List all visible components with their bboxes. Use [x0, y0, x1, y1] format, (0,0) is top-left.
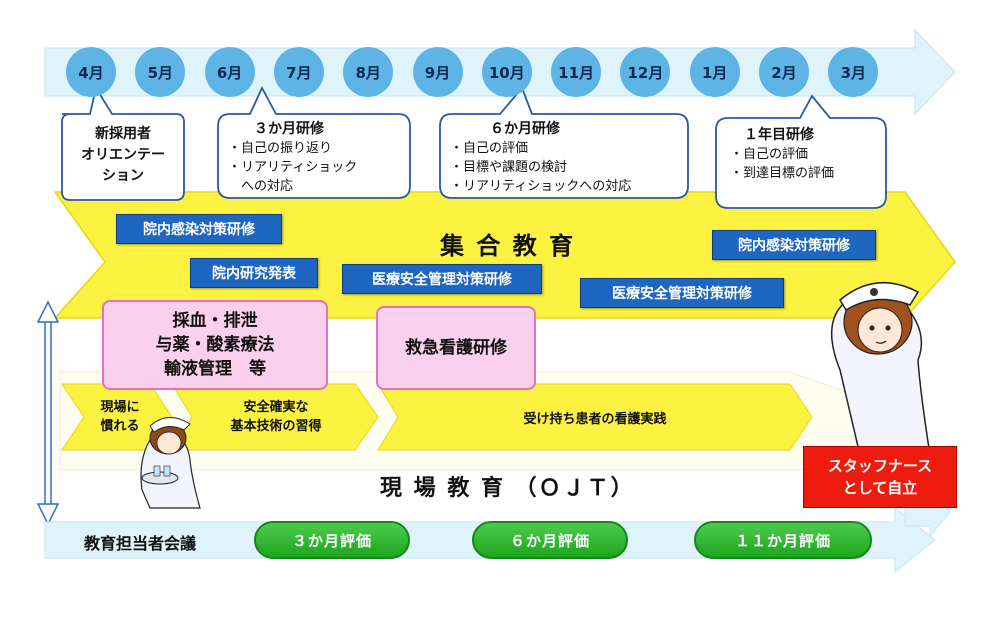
month-circle-2: 5月 — [135, 47, 186, 97]
education-meeting-label: 教育担当者会議 — [84, 534, 197, 553]
month-circle-9: 12月 — [620, 47, 671, 97]
basic-skills-box: 採血・排泄 与薬・酸素療法 輸液管理 等 — [102, 300, 328, 390]
training6-text: ６か月研修 ・自己の評価 ・目標や課題の検討 ・リアリティショックへの対応 — [450, 120, 686, 196]
month-circle-5: 8月 — [343, 47, 394, 97]
safety-training-box-1: 医療安全管理対策研修 — [342, 264, 542, 294]
goal-box: スタッフナース として自立 — [803, 446, 957, 508]
month-circle-1: 4月 — [66, 47, 116, 97]
bubble-training6 — [439, 86, 689, 199]
orientation-line-2: オリエンテー — [81, 147, 165, 163]
training3-item-1: ・自己の振り返り — [228, 141, 333, 156]
step2-line-2: 基本技術の習得 — [230, 419, 322, 434]
training6-title: ６か月研修 — [490, 121, 560, 137]
training3-text: ３か月研修 ・自己の振り返り ・リアリティショック への対応 — [228, 120, 408, 196]
infection-training-box-1: 院内感染対策研修 — [116, 214, 282, 244]
step1-line-1: 現場に — [100, 400, 140, 415]
group-education-title: 集 合 教 育 — [440, 232, 576, 260]
emergency-nursing-box: 救急看護研修 — [376, 306, 536, 390]
bubble-training3 — [217, 85, 411, 199]
ojt-step3-label: 受け持ち患者の看護実践 — [523, 412, 667, 427]
bubble-orientation — [61, 85, 185, 201]
goal-line-2: として自立 — [842, 479, 918, 497]
training1y-title: １年目研修 — [744, 127, 814, 143]
nurse-illustration-large — [830, 281, 931, 456]
training6-item-2: ・目標や課題の検討 — [450, 160, 568, 175]
month-circle-8: 11月 — [551, 47, 602, 97]
training3-item-3: への対応 — [228, 179, 294, 194]
evaluation-3month: ３か月評価 — [254, 521, 410, 559]
bubble-training1y — [715, 94, 887, 209]
skills-line-2: 与薬・酸素療法 — [155, 335, 275, 355]
month-circle-3: 6月 — [204, 47, 255, 97]
research-presentation-box: 院内研究発表 — [190, 258, 318, 288]
ojt-step1-label: 現場に 慣れる — [84, 398, 156, 436]
month-circle-6: 9月 — [412, 47, 463, 97]
ojt-title: 現 場 教 育 （ＯＪＴ） — [380, 476, 635, 501]
training1y-text: １年目研修 ・自己の評価 ・到達目標の評価 — [730, 126, 880, 183]
training3-title: ３か月研修 — [254, 121, 324, 137]
nurse-illustration-small — [140, 417, 201, 509]
month-circle-10: 1月 — [689, 47, 740, 97]
month-circle-4: 7月 — [273, 47, 324, 97]
vertical-double-arrow — [36, 300, 60, 526]
skills-line-1: 採血・排泄 — [172, 311, 258, 331]
step2-line-1: 安全確実な — [243, 400, 309, 415]
orientation-line-1: 新採用者 — [95, 126, 151, 142]
step1-line-2: 慣れる — [100, 419, 140, 434]
month-circle-11: 2月 — [759, 47, 809, 97]
training6-item-1: ・自己の評価 — [450, 141, 529, 156]
ojt-step3-arrow — [377, 383, 813, 451]
evaluation-6month: ６か月評価 — [472, 521, 628, 559]
training1y-item-1: ・自己の評価 — [730, 147, 809, 162]
skills-line-3: 輸液管理 等 — [164, 359, 266, 379]
safety-training-box-2: 医療安全管理対策研修 — [580, 278, 784, 308]
month-circle-12: 3月 — [828, 47, 879, 97]
infection-training-box-2: 院内感染対策研修 — [712, 230, 876, 260]
orientation-line-3: ション — [102, 168, 144, 184]
orientation-text: 新採用者 オリエンテー ション — [62, 124, 184, 187]
evaluation-11month: １１か月評価 — [694, 521, 872, 559]
month-circle-7: 10月 — [481, 47, 532, 97]
goal-line-1: スタッフナース — [827, 457, 933, 475]
training6-item-3: ・リアリティショックへの対応 — [450, 179, 632, 194]
ojt-step2-label: 安全確実な 基本技術の習得 — [196, 398, 356, 436]
ojt-step2-arrow — [171, 383, 379, 451]
training3-item-2: ・リアリティショック — [228, 160, 358, 175]
training1y-item-2: ・到達目標の評価 — [730, 166, 835, 181]
